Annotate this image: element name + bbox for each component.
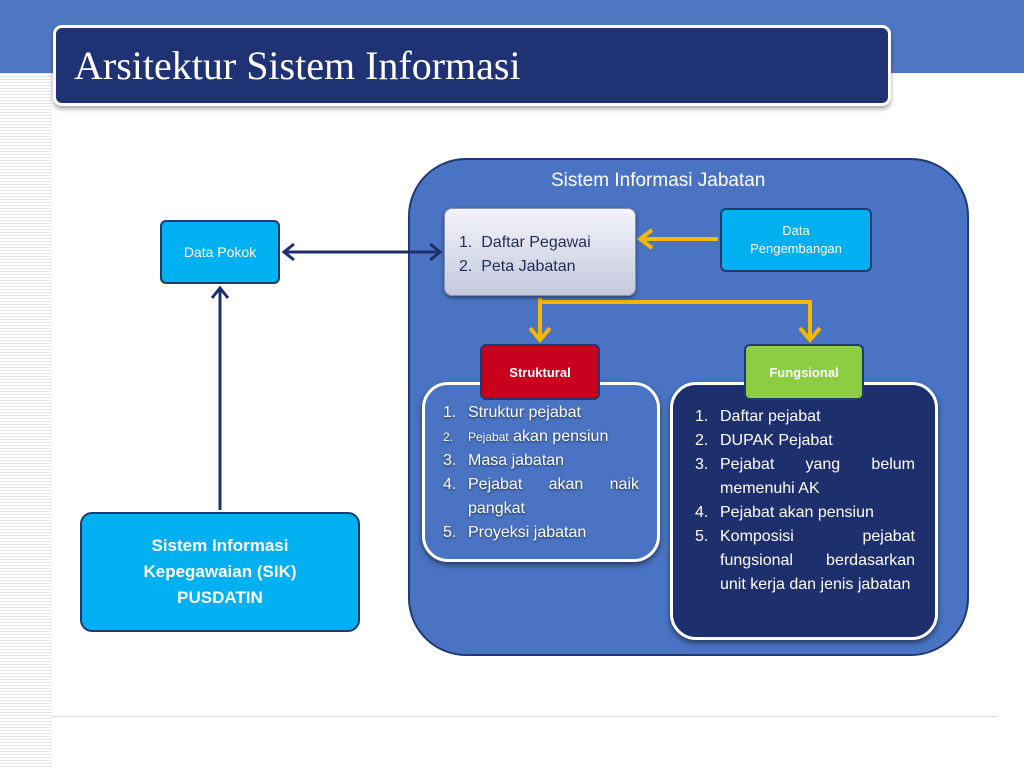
list-text: DUPAK Pejabat xyxy=(720,432,833,449)
list-text-small: Pejabat xyxy=(468,430,509,444)
list-number: 5. xyxy=(443,524,457,541)
list-number: 1. xyxy=(443,404,457,421)
list-text: Peta Jabatan xyxy=(481,258,576,275)
slide-title: Arsitektur Sistem Informasi xyxy=(74,43,521,88)
fungsional-badge: Fungsional xyxy=(744,344,864,400)
list-text-rest: akan pensiun xyxy=(508,428,609,445)
list-text: Daftar pejabat xyxy=(720,408,821,425)
pengembangan-to-daftar-arrow xyxy=(636,228,718,250)
struktural-label: Struktural xyxy=(509,364,571,380)
list-number: 4. xyxy=(695,504,709,521)
list-item: 2. Peta Jabatan xyxy=(459,255,591,279)
list-text: Proyeksi jabatan xyxy=(468,524,587,541)
list-item: 3. Masa jabatan xyxy=(443,449,639,473)
list-item: 5. Komposisi pejabat fungsional berdasark… xyxy=(695,525,915,597)
list-item: 4. Pejabat akan naik pangkat xyxy=(443,473,639,521)
list-number: 1. xyxy=(695,408,709,425)
sik-line-2: Kepegawaian (SIK) xyxy=(143,562,297,581)
sik-to-data-pokok-arrow xyxy=(210,285,230,510)
list-item: 3. Pejabat yang belum memenuhi AK xyxy=(695,453,915,501)
list-text: Pejabat akan pensiun xyxy=(720,504,874,521)
list-text: Pejabat akan naik pangkat xyxy=(468,476,639,517)
daftar-box: 1. Daftar Pegawai 2. Peta Jabatan xyxy=(444,208,636,296)
data-pokok-link-arrow xyxy=(281,242,443,262)
title-bar: Arsitektur Sistem Informasi xyxy=(53,25,891,106)
data-pengembangan-line-2: Pengembangan xyxy=(750,241,842,256)
daftar-to-struktural-arrow xyxy=(528,298,552,344)
list-number: 1. xyxy=(459,234,473,251)
list-text: Masa jabatan xyxy=(468,452,565,469)
list-number: 3. xyxy=(695,456,709,473)
data-pengembangan-line-1: Data xyxy=(782,223,810,238)
left-stripe-decoration xyxy=(0,73,52,768)
list-item: 2.Pejabat akan pensiun xyxy=(443,425,639,449)
sik-box: Sistem Informasi Kepegawaian (SIK) PUSDA… xyxy=(80,512,360,632)
list-number: 2. xyxy=(443,430,454,444)
data-pengembangan-box: Data Pengembangan xyxy=(720,208,872,272)
struktural-list: 1.Struktur pejabat 2.Pejabat akan pensiu… xyxy=(443,401,639,545)
list-item: 1. Struktur pejabat xyxy=(443,401,639,425)
list-number: 4. xyxy=(443,476,457,493)
list-text: Struktur pejabat xyxy=(468,404,581,421)
list-text: Daftar Pegawai xyxy=(481,234,591,251)
list-item: 1. Daftar pejabat xyxy=(695,405,915,429)
struktural-panel: 1.Struktur pejabat 2.Pejabat akan pensiu… xyxy=(422,382,660,562)
container-title: Sistem Informasi Jabatan xyxy=(551,170,766,191)
list-text: Komposisi pejabat fungsional berdasarkan… xyxy=(720,528,915,593)
list-number: 2. xyxy=(459,258,473,275)
list-item: 5. Proyeksi jabatan xyxy=(443,521,639,545)
list-number: 5. xyxy=(695,528,709,545)
data-pokok-label: Data Pokok xyxy=(183,244,257,260)
daftar-to-fungsional-arrow xyxy=(540,300,822,344)
list-item: 2. DUPAK Pejabat xyxy=(695,429,915,453)
sik-line-1: Sistem Informasi xyxy=(151,536,289,555)
list-item: 4. Pejabat akan pensiun xyxy=(695,501,915,525)
list-text: Pejabat yang belum memenuhi AK xyxy=(720,456,915,497)
data-pokok-box: Data Pokok xyxy=(160,220,280,284)
fungsional-label: Fungsional xyxy=(769,364,839,380)
list-item: 1. Daftar Pegawai xyxy=(459,231,591,255)
fungsional-list: 1. Daftar pejabat 2. DUPAK Pejabat 3. Pejab… xyxy=(695,405,915,597)
struktural-badge: Struktural xyxy=(480,344,600,400)
fungsional-panel: 1. Daftar pejabat 2. DUPAK Pejabat 3. Pejab… xyxy=(670,382,938,640)
list-text: Pejabat akan pensiun xyxy=(443,425,639,449)
sik-line-3: PUSDATIN xyxy=(177,588,263,607)
list-number: 3. xyxy=(443,452,457,469)
footer-divider xyxy=(52,716,997,717)
daftar-list: 1. Daftar Pegawai 2. Peta Jabatan xyxy=(459,231,591,279)
list-number: 2. xyxy=(695,432,709,449)
